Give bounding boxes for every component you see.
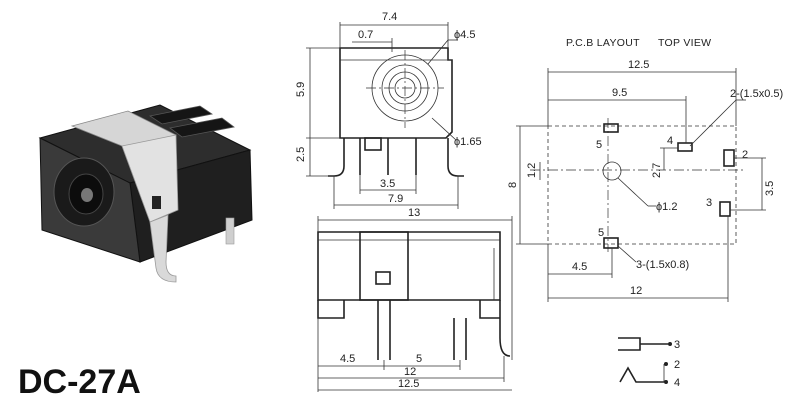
pad-3: [719, 201, 731, 217]
front-body-outline: [339, 47, 453, 139]
schematic-pin-2: 2: [674, 359, 680, 371]
dim-pcb-slot-bottom: 3-(1.5x0.8): [636, 259, 689, 271]
dim-side-length: 13: [408, 207, 420, 219]
dim-front-pin-span: 7.9: [388, 193, 403, 205]
pad-label-5-top: 5: [596, 139, 602, 151]
dim-front-leg: 2.5: [295, 147, 307, 162]
dim-front-height: 5.9: [295, 82, 307, 97]
front-view: 7.4 0.7 ϕ4.5 5.9 2.5 ϕ1.65 3.5 7.9: [295, 11, 482, 209]
dim-pcb-top-width: 12.5: [628, 59, 649, 71]
dim-front-offset: 0.7: [358, 29, 373, 41]
dim-side-pin1: 4.5: [340, 353, 355, 365]
schematic-symbol: 3 2 4: [618, 337, 680, 389]
pad-label-3: 3: [706, 197, 712, 209]
dim-front-width: 7.4: [382, 11, 397, 23]
dim-front-pin-pitch: 3.5: [380, 178, 395, 190]
front-right-leg: [447, 138, 464, 177]
model-name: DC-27A: [18, 363, 141, 401]
dim-pcb-pin-right: 3.5: [764, 181, 776, 196]
dim-front-diameter: ϕ4.5: [454, 29, 475, 41]
side-view: 13 4.5 5 12 12.5: [317, 207, 513, 392]
front-left-leg: [328, 138, 345, 177]
pcb-layout: P.C.B LAYOUT TOP VIEW 5 4 2 3 5 12.5 9.5: [507, 37, 783, 302]
dim-pcb-height: 8: [507, 182, 519, 188]
schematic-switch: [619, 366, 664, 383]
side-band: [359, 231, 409, 301]
pcb-outline: [547, 125, 737, 245]
dim-pcb-center-v: 1.2: [526, 163, 538, 178]
schematic-barrel: [618, 337, 641, 351]
dim-pcb-slot-top: 2-(1.5x0.5): [730, 88, 783, 100]
dim-front-pin-diameter: ϕ1.65: [454, 136, 482, 148]
dim-pcb-bottom-offset: 4.5: [572, 261, 587, 273]
dim-side-pin2: 5: [416, 353, 422, 365]
dim-pcb-hole: ϕ1.2: [656, 201, 677, 213]
side-body-outline: [317, 231, 501, 301]
product-photo: [38, 104, 253, 283]
dim-side-overall2: 12.5: [398, 378, 419, 390]
pcb-title: P.C.B LAYOUT: [566, 37, 640, 49]
schematic-pin-3: 3: [674, 339, 680, 351]
pad-2: [723, 149, 735, 167]
dim-pcb-bottom-width: 12: [630, 285, 642, 297]
pad-label-4: 4: [667, 135, 673, 147]
schematic-pin-4: 4: [674, 377, 680, 389]
pad-label-2: 2: [742, 149, 748, 161]
pad-4: [677, 142, 693, 152]
pad-5-bottom: [603, 237, 619, 249]
dim-pcb-pin-v: 2.7: [651, 163, 663, 178]
pin-base: [364, 137, 382, 151]
pcb-view: TOP VIEW: [658, 37, 711, 49]
dim-side-overall1: 12: [404, 366, 416, 378]
pad-5-top: [603, 123, 619, 133]
pad-label-5-bottom: 5: [598, 227, 604, 239]
dim-pcb-top-offset: 9.5: [612, 87, 627, 99]
pcb-center-hole: [602, 161, 622, 181]
